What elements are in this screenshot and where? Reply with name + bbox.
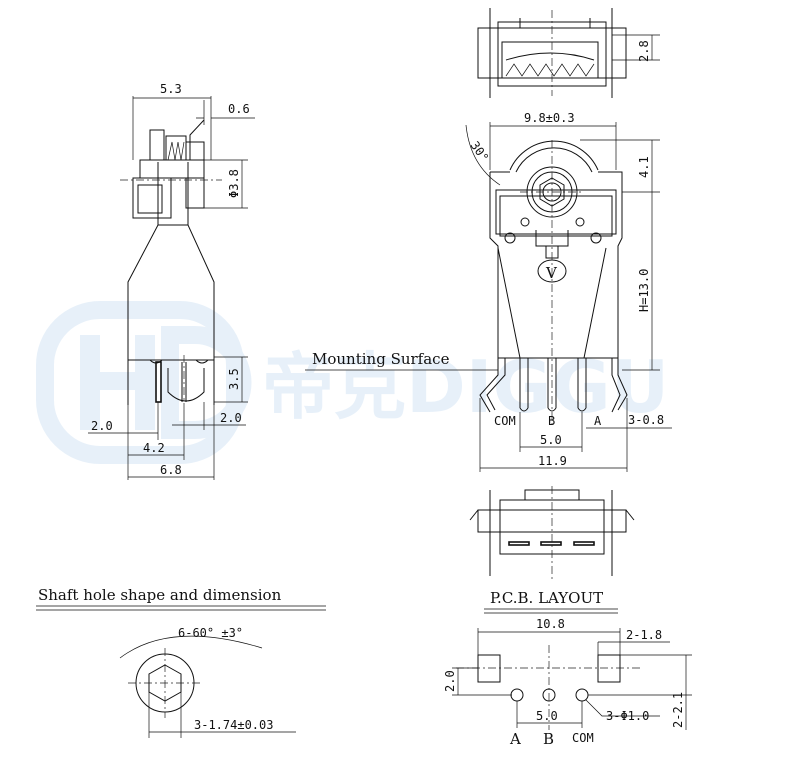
pcb-dim-pitch: 5.0 <box>536 709 558 723</box>
pcb-layout: P.C.B. LAYOUT 10.8 2-1.8 2.0 2-2.1 5.0 3… <box>443 589 692 748</box>
pcb-dim-pad-width: 2-1.8 <box>626 628 662 642</box>
pcb-dim-pad-gap: 2-2.1 <box>671 692 685 728</box>
front-pin-label-a: A <box>594 414 602 428</box>
front-view: V Mounting Surface 9.8±0.3 30° 4.1 H=13.… <box>305 111 672 472</box>
shaft-hole-angle: 6-60° ±3° <box>178 626 243 640</box>
side-dim-tab: 0.6 <box>228 102 250 116</box>
watermark-text: 帝克DIGGU <box>262 345 669 429</box>
front-dim-total-width: 11.9 <box>538 454 567 468</box>
front-dim-body-width: 9.8±0.3 <box>524 111 575 125</box>
front-dim-height: H=13.0 <box>637 269 651 312</box>
side-dim-pin-offset-right: 2.0 <box>220 411 242 425</box>
pcb-pin-label-com: COM <box>572 731 594 745</box>
side-dim-pin-span: 4.2 <box>143 441 165 455</box>
front-dim-shaft-height: 4.1 <box>637 156 651 178</box>
pcb-pin-label-b: B <box>543 730 554 748</box>
front-logo: V <box>545 264 558 282</box>
front-dim-pin-thickness: 3-0.8 <box>628 413 664 427</box>
front-pin-label-b: B <box>548 414 555 428</box>
front-dim-pin-pitch: 5.0 <box>540 433 562 447</box>
front-bottom-view <box>469 486 635 580</box>
side-dim-pin-offset-left: 2.0 <box>91 419 113 433</box>
pcb-pin-label-a: A <box>509 730 521 748</box>
front-dim-top-height: 2.8 <box>637 40 651 62</box>
pcb-dim-width: 10.8 <box>536 617 565 631</box>
shaft-hole-size: 3-1.74±0.03 <box>194 718 273 732</box>
pcb-dim-hole: 3-Φ1.0 <box>606 709 649 723</box>
side-dim-pin-length: 3.5 <box>227 368 241 390</box>
shaft-hole-title: Shaft hole shape and dimension <box>38 586 282 604</box>
side-dim-total-width: 6.8 <box>160 463 182 477</box>
side-dim-shaft-dia: Φ3.8 <box>227 169 241 198</box>
pcb-title: P.C.B. LAYOUT <box>490 589 603 607</box>
side-view: 5.3 0.6 Φ3.8 3.5 2.0 2.0 4.2 6.8 <box>88 82 255 480</box>
front-pin-label-com: COM <box>494 414 516 428</box>
front-top-view: 2.8 <box>477 8 660 98</box>
front-dim-angle: 30° <box>468 139 492 165</box>
side-dim-width: 5.3 <box>160 82 182 96</box>
mounting-surface-label: Mounting Surface <box>312 350 450 368</box>
shaft-hole-detail: Shaft hole shape and dimension 6-60° ±3°… <box>36 586 326 738</box>
pcb-dim-pad-height: 2.0 <box>443 670 457 692</box>
